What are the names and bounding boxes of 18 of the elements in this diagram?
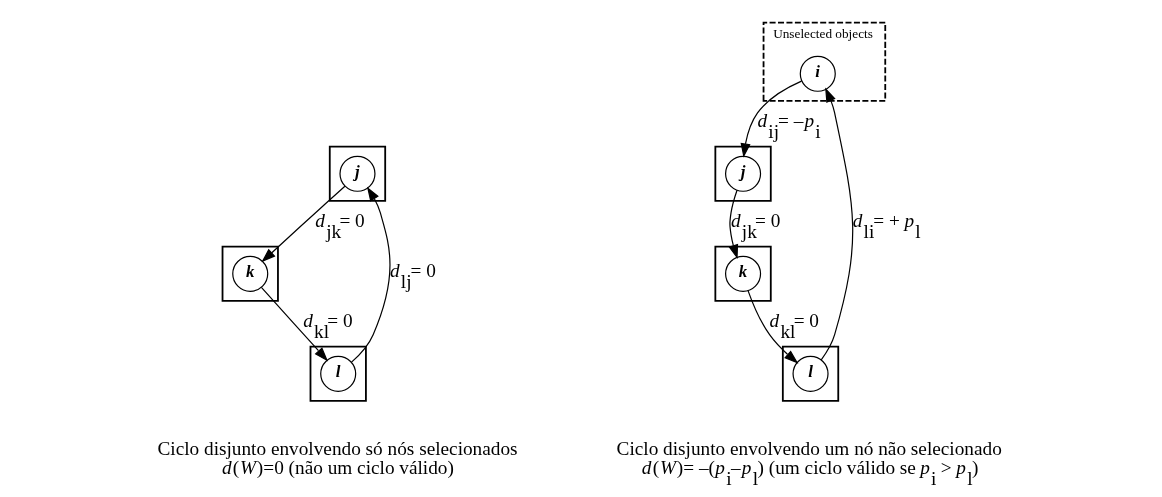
arrow <box>350 186 391 363</box>
node-circle: l <box>320 355 357 392</box>
label: Ciclo disjunto envolvendo só nós selecionados <box>157 437 518 459</box>
node-circle: l <box>792 355 829 392</box>
node-circle: j <box>339 155 376 192</box>
arrow <box>728 189 739 260</box>
arrow <box>261 185 346 263</box>
node-circle: i <box>799 55 836 92</box>
arrow <box>747 290 799 364</box>
arrow <box>820 87 854 361</box>
node-circle: k <box>725 255 762 292</box>
label: Ciclo disjunto envolvendo um nó não selecionado <box>616 437 1002 459</box>
node-circle: k <box>232 255 269 292</box>
cluster <box>714 145 772 202</box>
node-circle: j <box>725 155 762 192</box>
arrow <box>740 80 803 158</box>
arrow <box>260 286 329 362</box>
node-label: Unselected objects <box>773 25 873 41</box>
